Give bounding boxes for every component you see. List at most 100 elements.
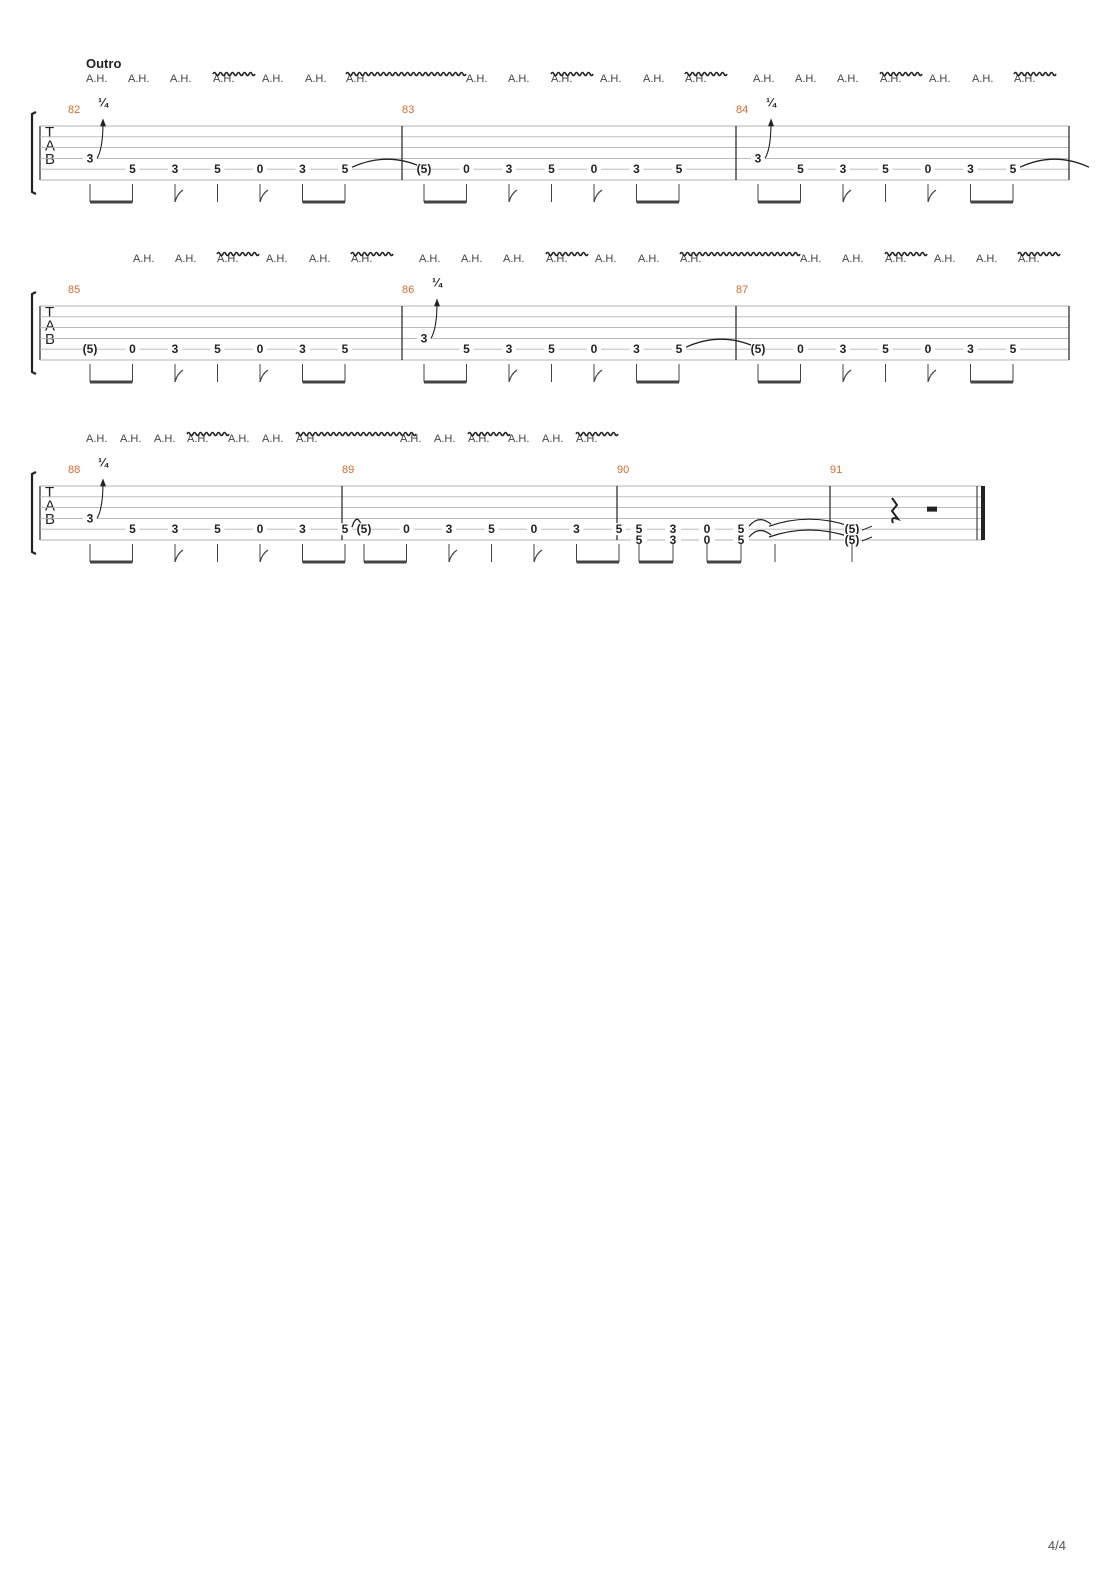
fret-number: 5 [214,162,221,176]
fret-number: 3 [633,342,640,356]
fret-bg [459,343,474,356]
fret-bg [665,534,681,546]
fret-number: 3 [755,151,762,165]
fret-number: 5 [616,522,623,536]
artificial-harmonic-label: A.H. [837,73,858,85]
fret-number: 5 [882,342,889,356]
measure-number: 87 [736,284,748,296]
fret-bg [921,163,935,176]
fret-number: 0 [257,342,264,356]
note-flag [508,189,518,203]
artificial-harmonic-label: A.H. [305,73,326,85]
tab-system-1: A.H.A.H.A.H.A.H.A.H.A.H.A.H.A.H.A.H.A.H.… [30,71,1090,204]
fret-bg [612,523,626,536]
artificial-harmonic-label: A.H. [228,433,249,445]
tie-arc [748,519,772,527]
measure-number: 88 [68,464,80,476]
fret-bg [338,523,352,536]
fret-bg [699,523,715,536]
artificial-harmonic-label: A.H. [795,73,816,85]
slide-out [861,525,873,531]
fret-number: 3 [506,162,513,176]
fret-number: 0 [463,162,470,176]
fret-number: (5) [751,342,766,356]
chord-fret: 5 [738,533,745,547]
fret-bg [963,163,978,176]
tab-clef-letter: B [45,151,55,168]
fret-number: 5 [129,522,136,536]
fret-number: 5 [548,342,555,356]
fret-number: 0 [925,342,932,356]
bend-arrowhead [100,478,106,487]
fret-number: (5) [83,342,98,356]
artificial-harmonic-label: A.H. [262,73,283,85]
fret-bg [253,163,267,176]
bend-arrow [430,302,438,339]
fret-number: 3 [506,342,513,356]
fret-number: 5 [463,342,470,356]
tab-clef-letter: B [45,331,55,348]
fret-bg [295,523,310,536]
page-number: 4/4 [1047,1538,1066,1553]
fret-bg [1006,163,1020,176]
fret-number: 3 [299,522,306,536]
tie-arc [768,529,851,538]
artificial-harmonic-label: A.H. [461,253,482,265]
vibrato-wave [216,251,260,257]
fret-bg [210,523,225,536]
fret-bg [793,163,808,176]
vibrato-wave [1013,71,1057,77]
artificial-harmonic-label: A.H. [976,253,997,265]
fret-number: 3 [633,162,640,176]
note-flag [927,189,937,203]
artificial-harmonic-label: A.H. [800,253,821,265]
fret-bg [963,343,978,356]
artificial-harmonic-label: A.H. [638,253,659,265]
fret-bg [844,534,860,546]
artificial-harmonic-label: A.H. [508,73,529,85]
fret-number: 0 [531,522,538,536]
fret-number: 3 [299,342,306,356]
note-flag [174,549,184,563]
vibrato-wave [295,431,417,437]
measure-number: 90 [617,464,629,476]
fret-number: 3 [840,342,847,356]
fret-number: 5 [1010,162,1017,176]
note-flag [842,369,852,383]
fret-bg [878,343,893,356]
bend-arrow [764,122,772,159]
fret-bg [629,163,644,176]
fret-bg [665,523,681,536]
fret-bg [357,523,371,536]
vibrato-wave [350,251,394,257]
artificial-harmonic-label: A.H. [86,433,107,445]
tab-clef-letter: A [45,318,55,335]
fret-bg [921,343,935,356]
fret-bg [751,152,765,165]
tab-clef-letter: T [45,304,54,321]
fret-bg [338,163,352,176]
note-flag [593,369,603,383]
note-flag [842,189,852,203]
fret-number: 3 [87,151,94,165]
note-flag [174,189,184,203]
artificial-harmonic-label: A.H. [508,433,529,445]
fret-number: 3 [840,162,847,176]
fret-bg [733,534,749,546]
fret-bg [1006,343,1020,356]
artificial-harmonic-label: A.H. [128,73,149,85]
tie-arc [685,338,757,348]
artificial-harmonic-label: A.H. [972,73,993,85]
fret-number: 5 [342,342,349,356]
bend-arrowhead [100,118,106,127]
fret-bg [338,343,352,356]
tab-systems: A.H. A.H. A.H. A.H. A.H. A.H. A.H. A.H. A.H. A.H.… [30,71,1090,564]
note-flag [593,189,603,203]
fret-bg [544,163,559,176]
bend-amount: ¼ [98,455,109,469]
fret-bg [399,523,414,536]
artificial-harmonic-label: A.H. [934,253,955,265]
measure-number: 84 [736,104,748,116]
measure-number: 91 [830,464,842,476]
